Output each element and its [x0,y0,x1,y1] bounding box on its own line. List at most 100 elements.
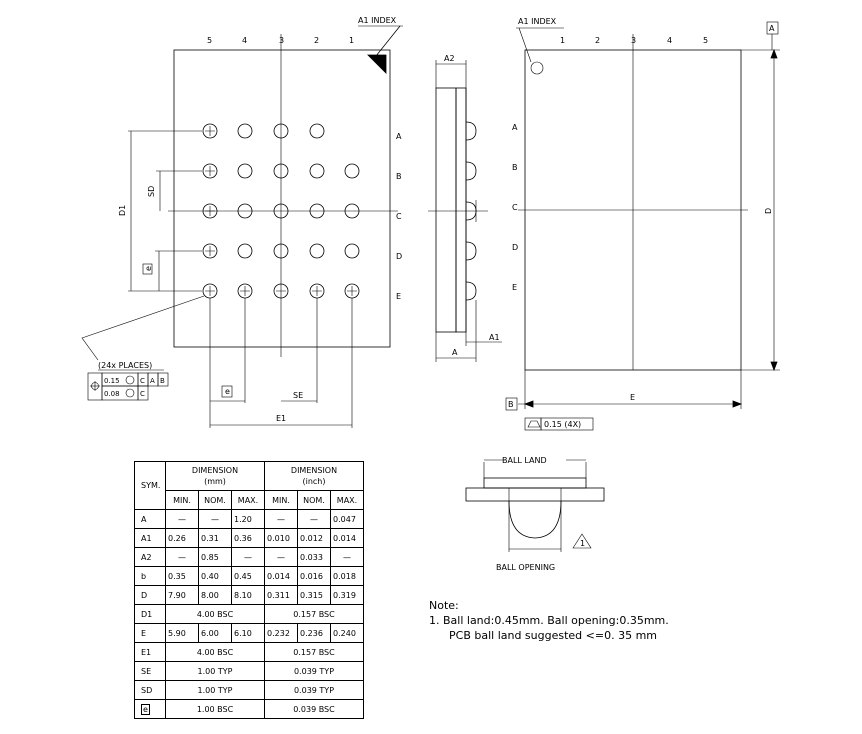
note-line-2: PCB ball land suggested <=0. 35 mm [449,629,658,642]
se-label: SE [293,391,303,400]
value-cell: — [198,509,232,529]
value-cell: 0.31 [198,528,232,548]
value-cell: 0.40 [198,566,232,586]
bottom-col-label: 2 [595,36,600,45]
a2-label: A2 [444,54,455,63]
solder-ball [344,163,360,179]
tol-cell [137,385,149,401]
datum-ref: B [160,377,165,385]
sym-cell: A2 [134,547,166,567]
value-cell: 0.157 BSC [264,604,364,624]
top-row-label: D [396,252,402,261]
value-cell: 6.00 [198,623,232,643]
side-substrate [435,87,457,333]
e1-label: E1 [276,414,286,423]
side-row-label: B [512,163,518,172]
opening-gap [509,489,561,500]
note-title: Note: [429,599,459,612]
top-col-label: 2 [314,36,319,45]
note-block: Note: 1. Ball land:0.45mm. Ball opening:… [429,598,669,643]
value-cell: 1.00 TYP [165,661,265,681]
inch-header-title: DIMENSION [290,466,338,475]
table-row: b 0.35 0.40 0.45 0.014 0.016 0.018 [134,566,364,586]
value-cell: 0.85 [198,547,232,567]
sym-cell: A1 [134,528,166,548]
col-header: MIN. [264,490,298,510]
value-cell: 0.033 [297,547,331,567]
table-row: A2 — 0.85 — — 0.033 — [134,547,364,567]
ball-crosshairs [205,126,357,296]
value-cell: — [297,509,331,529]
d-arrow-bottom [770,361,778,372]
value-cell: 8.10 [231,585,265,605]
ball-opening-label: BALL OPENING [496,563,555,572]
flatness-value: 0.15 (4X) [544,420,581,429]
datum-a-label: A [769,24,775,33]
note-reference-number: 1 [580,539,585,548]
value-cell: 0.36 [231,528,265,548]
bottom-col-label: 5 [703,36,708,45]
side-view: A2 A A1 A B C D E [428,54,518,362]
top-col-label: 4 [242,36,247,45]
datum-a-box [766,21,779,35]
sym-cell: D1 [134,604,166,624]
top-col-label: 5 [207,36,212,45]
mm-header: DIMENSION (mm) [165,461,265,491]
value-cell: 0.240 [330,623,364,643]
sd-label: SD [147,186,156,197]
e-basic-label: e [144,266,153,271]
inch-header-unit: (inch) [302,477,326,486]
value-cell: — [165,509,199,529]
mmc-symbol-icon [125,375,135,385]
bottom-col-label: 1 [560,36,565,45]
solder-ball [344,203,360,219]
value-cell: 0.039 TYP [264,680,364,700]
d1-label: D1 [118,205,127,216]
col-header: MAX. [231,490,265,510]
bottom-a1-index-label: A1 INDEX [518,17,557,26]
datum-ref: A [150,377,155,385]
side-ball [465,281,477,301]
value-cell: 1.00 BSC [165,699,265,719]
top-row-label: C [396,212,402,221]
table-row: E 5.90 6.00 6.10 0.232 0.236 0.240 [134,623,364,643]
datum-b-label: B [508,400,514,409]
top-view: A1 INDEX 5 4 3 2 1 A B C D E [81,16,403,428]
side-row-label: C [512,203,518,212]
solder-ball [273,163,289,179]
side-row-label: D [512,243,518,252]
top-row-label: E [396,292,401,301]
table-row: A1 0.26 0.31 0.36 0.010 0.012 0.014 [134,528,364,548]
value-cell: 0.26 [165,528,199,548]
solder-ball-profile [508,500,562,539]
a1-index-marker [367,54,387,74]
solder-ball [202,203,218,219]
sym-cell: D [134,585,166,605]
a1-index-circle [530,61,544,75]
value-cell: 0.016 [297,566,331,586]
solder-ball [237,123,253,139]
solder-ball [309,243,325,259]
bottom-col-label: 3 [631,36,636,45]
solder-ball [237,163,253,179]
a-label: A [452,348,458,357]
sym-header: SYM. [134,461,166,510]
value-cell: 4.00 BSC [165,604,265,624]
table-row: E1 4.00 BSC 0.157 BSC [134,642,364,662]
value-cell: 0.012 [297,528,331,548]
value-cell: — [231,547,265,567]
dimension-table: SYM. DIMENSION (mm) DIMENSION (inch) MIN… [134,461,364,719]
sym-cell: SE [134,661,166,681]
top-view-outline [173,49,391,348]
tolerance-frame: 0.15 C A B 0.08 C [87,372,169,401]
value-cell: 0.315 [297,585,331,605]
table-header-row: SYM. DIMENSION (mm) DIMENSION (inch) [134,461,364,510]
ball-land-detail: BALL LAND BALL OPENING 1 [465,456,605,572]
value-cell: 0.014 [330,528,364,548]
value-cell: 0.35 [165,566,199,586]
places-leader [81,295,205,361]
value-cell: 6.10 [231,623,265,643]
value-cell: 0.039 BSC [264,699,364,719]
top-row-label: A [396,132,402,141]
solder-ball [344,243,360,259]
